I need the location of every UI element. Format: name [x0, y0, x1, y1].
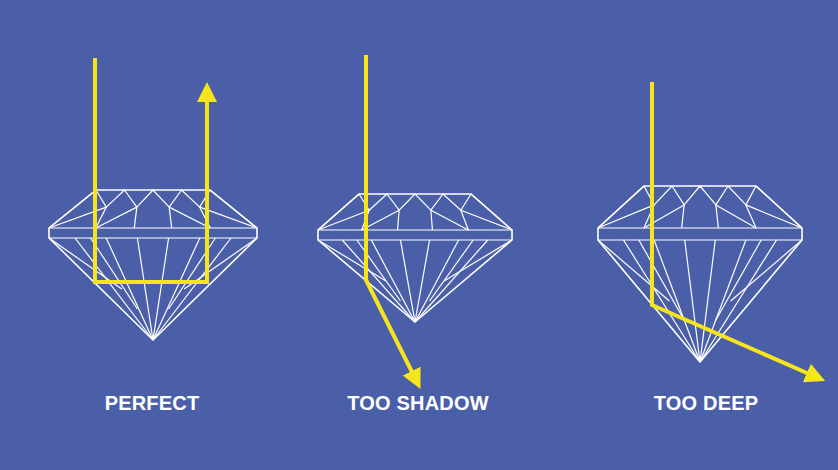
pavilion-facet	[415, 240, 488, 322]
crown-facet	[169, 207, 210, 228]
crown-facet	[210, 190, 257, 228]
crown-facet	[716, 205, 756, 228]
pavilion-facet	[624, 240, 701, 362]
diamond	[49, 190, 257, 340]
caption-label: TOO SHADOW	[347, 392, 489, 415]
crown-facet	[169, 207, 172, 228]
crown-facet	[318, 210, 369, 230]
diamond	[318, 194, 512, 322]
pavilion-facet	[106, 238, 153, 340]
girdle-line	[318, 229, 512, 230]
crown-facet	[96, 207, 137, 228]
caption-label: PERFECT	[105, 392, 200, 415]
crown-facet	[431, 210, 433, 230]
light-ray	[652, 82, 816, 377]
girdle-line	[318, 239, 512, 240]
pavilion-facet	[700, 240, 715, 362]
light-rays	[95, 55, 816, 380]
light-ray	[366, 55, 416, 380]
girdle-line	[49, 237, 257, 238]
girdle-line	[598, 239, 802, 240]
crown-facet	[682, 205, 684, 228]
crown-facet	[598, 186, 644, 228]
diamond-outline	[318, 194, 512, 322]
pavilion-facet	[153, 238, 200, 340]
crown-facet	[644, 186, 756, 205]
crown-facet	[398, 210, 400, 230]
pavilion-facet	[371, 240, 415, 322]
crown-facet	[318, 194, 359, 230]
crown-facet	[359, 194, 471, 210]
crown-facet	[96, 190, 210, 207]
girdle-line	[49, 227, 257, 228]
pavilion-facet	[415, 240, 430, 322]
crown-facet	[598, 205, 654, 228]
crown-facet	[716, 205, 718, 228]
pavilion-facet	[357, 240, 401, 301]
pavilion-facet	[75, 238, 153, 340]
pavilion-facet	[685, 240, 700, 362]
pavilion-facet	[444, 240, 512, 281]
pavilion-facet	[654, 240, 700, 362]
diamond-outline	[598, 186, 802, 362]
pavilion-facet	[137, 238, 153, 340]
crown-facet	[644, 205, 684, 228]
light-ray	[95, 58, 207, 282]
pavilion-facet	[598, 240, 669, 301]
diamond-outline	[49, 190, 257, 340]
pavilion-facet	[153, 238, 169, 340]
crown-facet	[431, 210, 468, 230]
diamond	[598, 186, 802, 362]
crown-facet	[49, 207, 106, 228]
crown-facet	[461, 210, 512, 230]
pavilion-facet	[430, 240, 474, 301]
crown-facet	[746, 205, 802, 228]
crown-facet	[756, 186, 802, 228]
pavilion-facet	[715, 240, 761, 321]
crown-facet	[134, 207, 137, 228]
crown-facet	[471, 194, 512, 230]
pavilion-facet	[318, 240, 386, 281]
diamond-wireframes	[49, 186, 802, 362]
caption-label: TOO DEEP	[654, 392, 759, 415]
girdle-line	[598, 227, 802, 228]
pavilion-facet	[91, 238, 138, 309]
pavilion-facet	[153, 238, 231, 340]
pavilion-facet	[731, 240, 802, 301]
pavilion-facet	[400, 240, 415, 322]
crown-facet	[49, 190, 96, 228]
